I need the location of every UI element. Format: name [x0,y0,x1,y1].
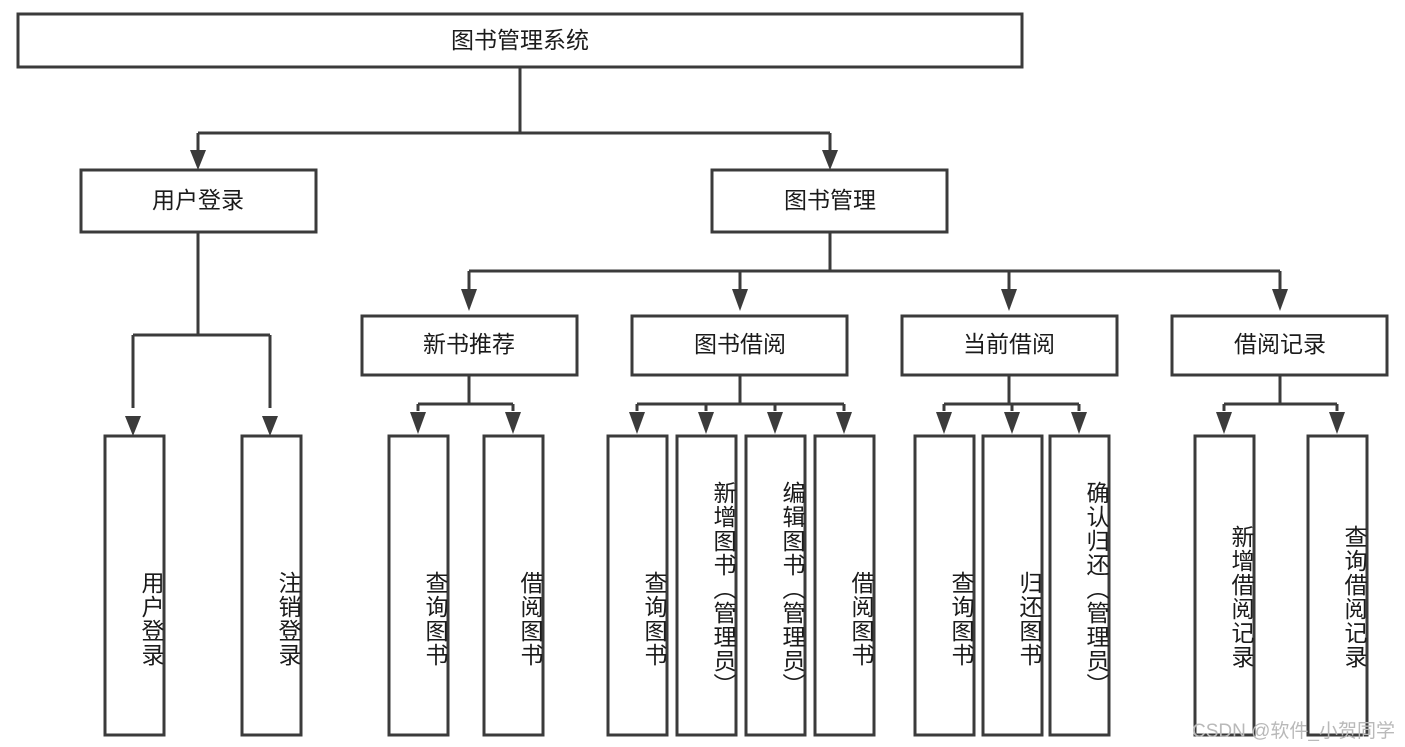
leaf-box-book-borrow-3[interactable] [813,434,876,737]
node-new-book[interactable]: 新书推荐 [360,314,579,377]
leaf-box-borrow-record-0[interactable] [1193,434,1256,737]
arrow-heads [125,150,1345,436]
node-current-borrow[interactable]: 当前借阅 [900,314,1119,377]
node-borrow-record-label: 借阅记录 [1234,331,1326,357]
leaf-box-new-book-0[interactable] [387,434,450,737]
leaf-box-current-borrow-1[interactable] [981,434,1044,737]
csdn-watermark: CSDN @软件_小贺同学 [1192,721,1395,742]
leaf-boxes [103,434,1369,737]
node-new-book-label: 新书推荐 [423,331,515,357]
leaf-box-book-borrow-0[interactable] [606,434,669,737]
node-root-label: 图书管理系统 [451,27,589,53]
leaf-box-borrow-record-1[interactable] [1306,434,1369,737]
leaf-box-new-book-1[interactable] [482,434,545,737]
connectors-current-borrow [942,375,1081,411]
connectors-user-login [131,232,272,408]
node-book-manage-label: 图书管理 [784,187,876,213]
node-book-borrow-label: 图书借阅 [694,331,786,357]
leaf-box-current-borrow-0[interactable] [913,434,976,737]
leaf-box-book-borrow-2[interactable] [744,434,807,737]
connectors-book-manage [467,232,1282,291]
leaf-box-book-borrow-1[interactable] [675,434,738,737]
leaf-box-current-borrow-2[interactable] [1048,434,1111,737]
node-borrow-record[interactable]: 借阅记录 [1170,314,1389,377]
node-current-borrow-label: 当前借阅 [963,331,1055,357]
node-user-login[interactable]: 用户登录 [79,168,318,234]
node-book-borrow[interactable]: 图书借阅 [630,314,849,377]
leaf-box-user-login-0[interactable] [103,434,166,737]
node-user-login-label: 用户登录 [152,187,244,213]
connectors-borrow-record [1222,375,1339,411]
node-book-manage[interactable]: 图书管理 [710,168,949,234]
connectors-new-book [416,375,515,411]
leaf-box-user-login-1[interactable] [240,434,303,737]
node-root[interactable]: 图书管理系统 [16,12,1024,69]
connectors-book-borrow [635,375,846,411]
connectors-root [196,67,832,156]
